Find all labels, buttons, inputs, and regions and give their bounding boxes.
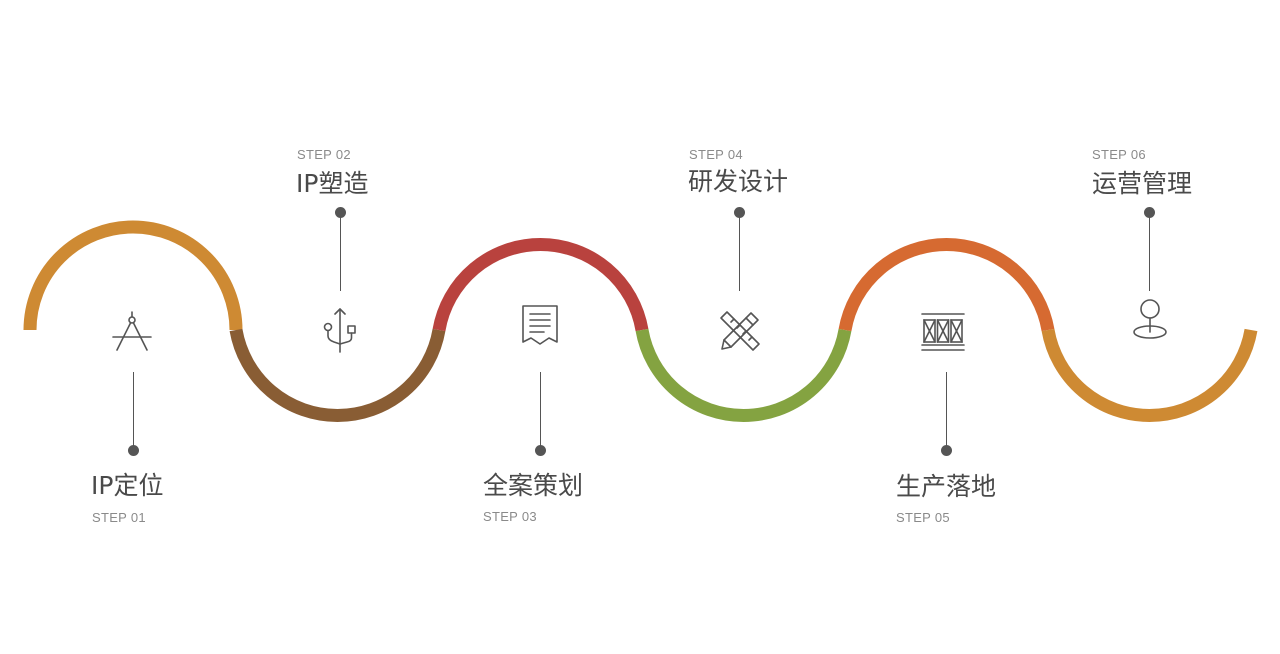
step-06-title: 运营管理 [1092,169,1193,198]
step-05-dot [941,445,952,456]
wave-segment-step-02 [229,328,446,422]
wave-segment-step-05 [838,238,1055,332]
document-receipt-icon [522,305,558,345]
step-02-title: IP塑造 [296,169,369,198]
step-03-dot [535,445,546,456]
step-01-dot [128,445,139,456]
usb-icon [323,308,356,353]
step-04-title: 研发设计 [688,167,789,196]
wave-segment-step-03 [432,238,649,332]
step-05-connector [946,372,947,448]
location-pin-icon [1133,299,1167,339]
step-06-number: STEP 06 [1092,147,1146,162]
step-03-title: 全案策划 [483,471,584,500]
step-01-title: IP定位 [91,471,164,500]
step-04-connector [739,213,740,291]
step-05-number: STEP 05 [896,510,950,525]
wave-segment-step-06 [1041,328,1258,422]
step-01-connector [133,372,134,448]
production-crates-icon [921,313,965,351]
wave-segment-step-04 [635,328,852,422]
pencil-ruler-icon [720,311,760,351]
drafting-compass-icon [112,311,152,351]
step-02-connector [340,213,341,291]
step-06-connector [1149,213,1150,291]
step-02-dot [335,207,346,218]
step-03-number: STEP 03 [483,509,537,524]
wave-segment-step-01 [23,220,243,331]
step-03-connector [540,372,541,448]
step-01-number: STEP 01 [92,510,146,525]
step-02-number: STEP 02 [297,147,351,162]
step-05-title: 生产落地 [896,472,997,501]
step-04-dot [734,207,745,218]
step-06-dot [1144,207,1155,218]
step-04-number: STEP 04 [689,147,743,162]
